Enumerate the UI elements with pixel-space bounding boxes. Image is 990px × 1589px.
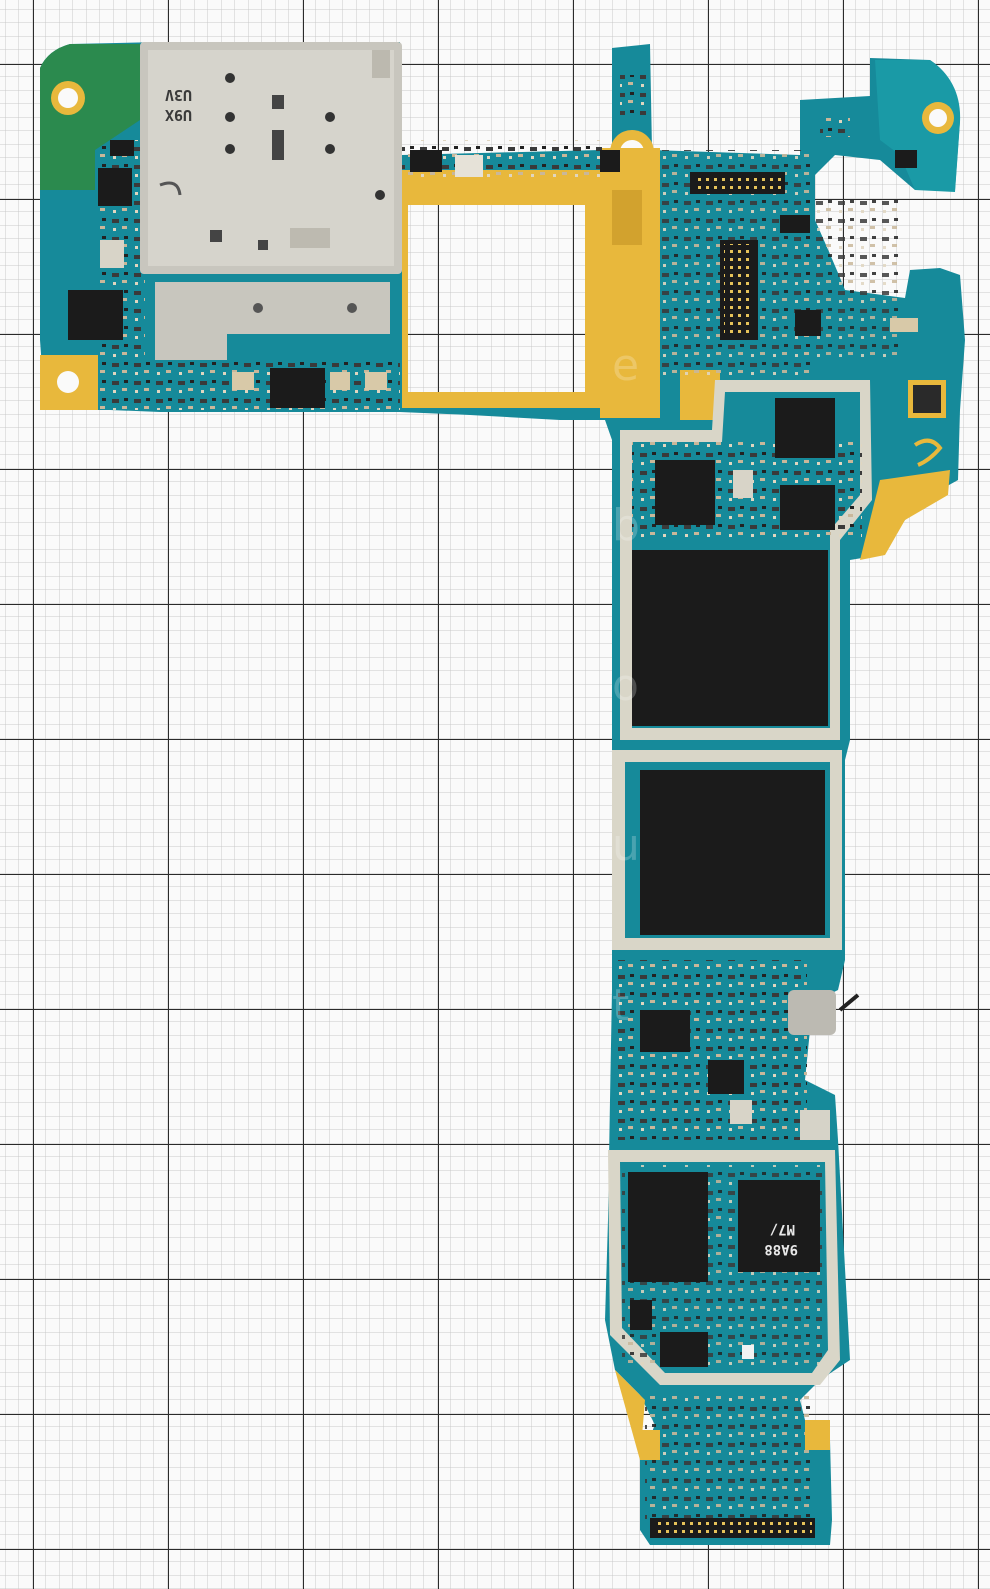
ic-chip — [270, 368, 325, 408]
sim-tray-marking-1: U9X — [165, 106, 192, 124]
svg-text:t: t — [612, 980, 629, 1031]
svg-text:e: e — [612, 340, 639, 391]
chip-marking-1: M7/ — [770, 1221, 795, 1237]
ic-chip — [98, 168, 132, 206]
processor-chip — [632, 550, 828, 726]
vibration-motor — [788, 990, 836, 1035]
sim-card-tray: U9X U3V — [140, 42, 402, 274]
rf-shield-upper — [620, 380, 872, 740]
svg-text:b: b — [612, 500, 640, 551]
rf-shield-middle — [612, 750, 842, 950]
ic-chip — [628, 1172, 708, 1282]
mount-hole — [57, 371, 79, 393]
rf-shield-lower: M7/ 9A88 — [608, 1150, 840, 1385]
marked-chip — [738, 1180, 820, 1272]
memory-chip — [640, 770, 825, 935]
watermark: e b o u t — [612, 340, 640, 1031]
svg-text:u: u — [612, 820, 640, 871]
svg-text:o: o — [612, 660, 639, 711]
ic-chip — [68, 290, 123, 340]
chip-marking-2: 9A88 — [764, 1241, 798, 1257]
sim-tray-marking-2: U3V — [165, 86, 192, 104]
